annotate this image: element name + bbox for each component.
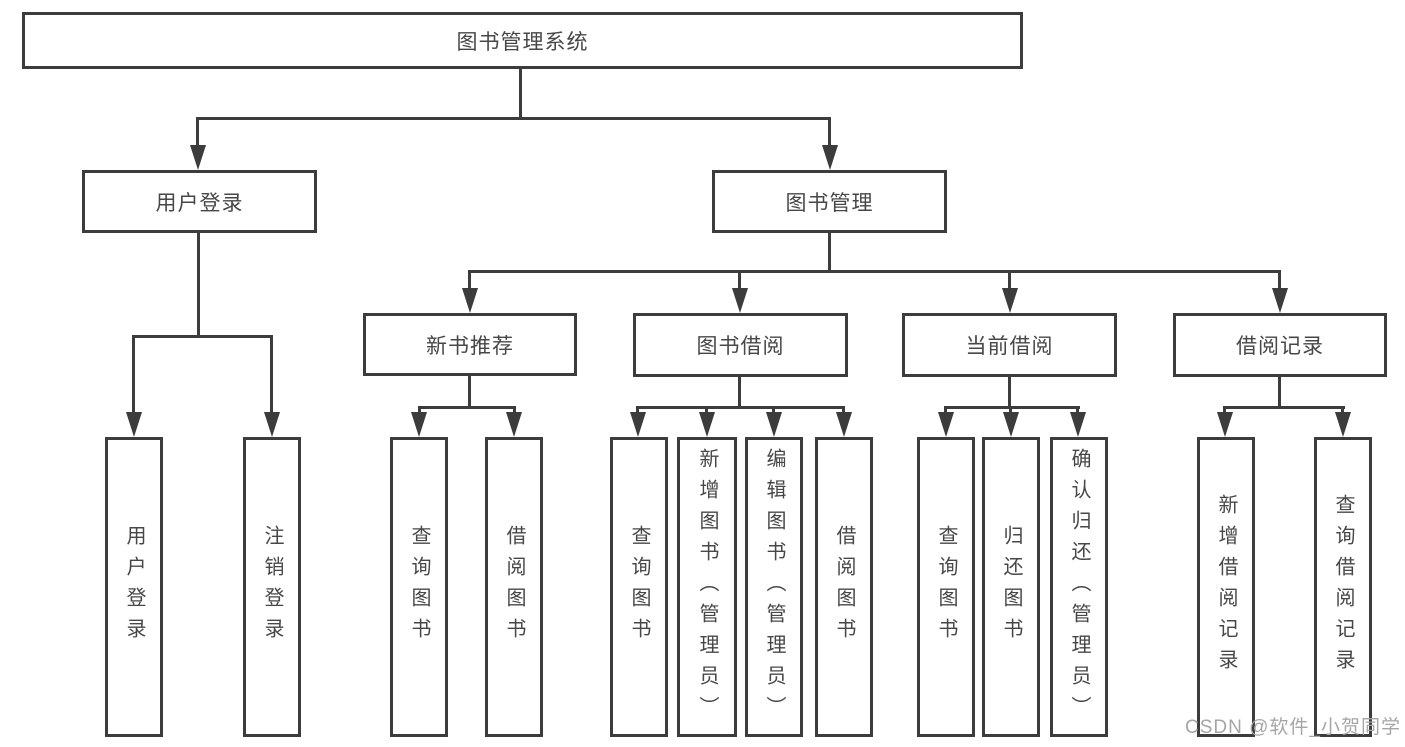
leaf-br-add-record: 新增借阅记录 (1197, 437, 1255, 737)
arrowhead-br-query (1335, 412, 1351, 437)
leaf-bb-edit-books-admin: 编辑图书（管理员） (745, 437, 803, 737)
leaf-br-query-record-label: 查询借阅记录 (1332, 494, 1354, 680)
arrowhead-bb-borrow (836, 412, 852, 437)
connector-book-mgmt-stem (828, 233, 831, 270)
connector-root-span (197, 117, 831, 120)
leaf-cb-query-books-label: 查询图书 (935, 525, 957, 649)
arrowhead-cb-return (1003, 412, 1019, 437)
connector-root-stem (519, 69, 522, 117)
leaf-nr-query-books-label: 查询图书 (408, 525, 430, 649)
arrowhead-book-mgmt (822, 145, 838, 170)
connector-book-borrow-span (637, 406, 845, 409)
leaf-logout: 注销登录 (243, 437, 301, 737)
connector-stem-cb-return (1009, 406, 1012, 414)
connector-stem-user-login (196, 117, 199, 149)
connector-stem-borrow-records (1278, 270, 1281, 290)
arrowhead-br-add (1217, 412, 1233, 437)
leaf-nr-borrow-books-label: 借阅图书 (503, 525, 525, 649)
connector-book-borrow-stem (738, 377, 741, 408)
leaf-bb-edit-books-admin-label: 编辑图书（管理员） (763, 447, 785, 727)
arrowhead-nr-borrow (506, 412, 522, 437)
connector-stem-book-mgmt (828, 117, 831, 149)
connector-stem-nr-query (418, 406, 421, 414)
arrowhead-borrow-records (1272, 288, 1288, 313)
node-book-borrow-label: 图书借阅 (696, 335, 785, 358)
node-borrow-records: 借阅记录 (1173, 313, 1387, 377)
leaf-logout-label: 注销登录 (261, 525, 283, 649)
connector-records-stem (1278, 376, 1281, 408)
connector-stem-bb-borrow (842, 406, 845, 414)
node-current-borrow-label: 当前借阅 (965, 335, 1054, 358)
connector-stem-br-add (1223, 406, 1226, 414)
connector-current-span (944, 406, 1080, 409)
node-user-login-label: 用户登录 (155, 191, 244, 215)
arrowhead-leaf-logout (264, 412, 280, 437)
node-book-borrow: 图书借阅 (633, 313, 848, 377)
leaf-cb-confirm-return-admin-label: 确认归还（管理员） (1068, 447, 1090, 727)
connector-stem-book-borrow (738, 270, 741, 290)
arrowhead-bb-edit (766, 412, 782, 437)
leaf-cb-return-books-label: 归还图书 (1000, 525, 1022, 649)
node-book-mgmt: 图书管理 (712, 170, 947, 233)
leaf-bb-add-books-admin-label: 新增图书（管理员） (696, 447, 718, 727)
leaf-cb-query-books: 查询图书 (917, 437, 975, 737)
leaf-user-login: 用户登录 (105, 437, 163, 737)
arrowhead-nr-query (411, 412, 427, 437)
connector-stem-bb-query (636, 406, 639, 414)
leaf-br-query-record: 查询借阅记录 (1314, 437, 1372, 737)
leaf-cb-confirm-return-admin: 确认归还（管理员） (1050, 437, 1108, 737)
connector-stem-cb-confirm (1076, 406, 1079, 414)
connector-stem-current-borrow (1008, 270, 1011, 290)
connector-new-rec-span (418, 406, 516, 409)
leaf-bb-add-books-admin: 新增图书（管理员） (677, 437, 737, 737)
leaf-br-add-record-label: 新增借阅记录 (1215, 494, 1237, 680)
connector-stem-bb-edit (772, 406, 775, 414)
arrowhead-leaf-user-login (126, 412, 142, 437)
connector-user-login-span (132, 335, 273, 338)
connector-stem-br-query (1341, 406, 1344, 414)
connector-stem-nr-borrow (513, 406, 516, 414)
leaf-nr-borrow-books: 借阅图书 (485, 437, 543, 737)
connector-stem-bb-add (705, 406, 708, 414)
node-current-borrow: 当前借阅 (902, 313, 1117, 377)
node-book-mgmt-label: 图书管理 (785, 191, 874, 215)
arrowhead-bb-add (699, 412, 715, 437)
leaf-nr-query-books: 查询图书 (390, 437, 448, 737)
leaf-bb-query-books: 查询图书 (610, 437, 668, 737)
leaf-user-login-label: 用户登录 (123, 525, 145, 649)
leaf-bb-borrow-books: 借阅图书 (815, 437, 873, 737)
csdn-watermark: CSDN @软件_小贺同学 (1185, 717, 1401, 738)
node-root-label: 图书管理系统 (456, 30, 589, 54)
arrowhead-new-rec (462, 288, 478, 313)
connector-user-login-stem (197, 233, 200, 335)
node-root: 图书管理系统 (22, 12, 1023, 69)
arrowhead-current-borrow (1002, 288, 1018, 313)
connector-records-span (1223, 406, 1345, 409)
arrowhead-cb-query (938, 412, 954, 437)
node-new-rec-label: 新书推荐 (426, 334, 514, 358)
connector-current-stem (1008, 376, 1011, 408)
leaf-bb-query-books-label: 查询图书 (628, 525, 650, 649)
connector-book-mgmt-span (469, 270, 1281, 273)
connector-stem-cb-query (944, 406, 947, 414)
connector-stem-leaf-user-login (132, 335, 135, 414)
connector-new-rec-stem (468, 376, 471, 408)
leaf-cb-return-books: 归还图书 (982, 437, 1040, 737)
connector-stem-leaf-logout (270, 335, 273, 414)
node-user-login: 用户登录 (82, 170, 317, 233)
arrowhead-cb-confirm (1070, 412, 1086, 437)
node-borrow-records-label: 借阅记录 (1236, 335, 1324, 358)
arrowhead-bb-query (630, 412, 646, 437)
arrowhead-book-borrow (732, 288, 748, 313)
arrowhead-user-login (190, 145, 206, 170)
leaf-bb-borrow-books-label: 借阅图书 (833, 525, 855, 649)
node-new-rec: 新书推荐 (363, 313, 577, 376)
connector-stem-new-rec (468, 270, 471, 290)
